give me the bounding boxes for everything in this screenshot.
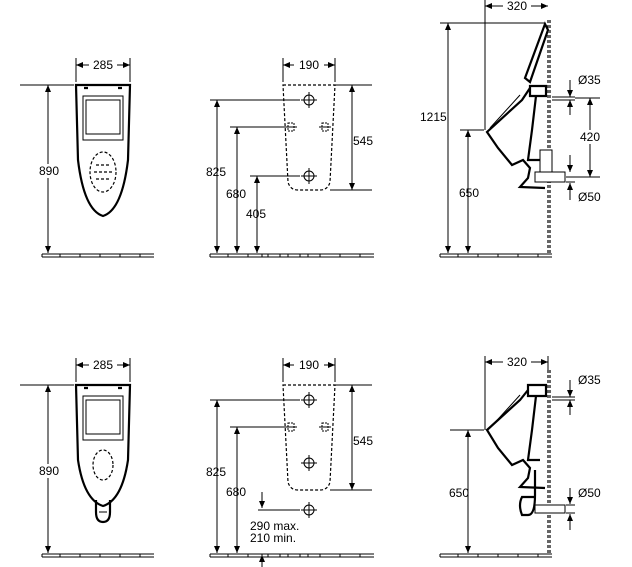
plate-height-label: 545	[353, 134, 373, 148]
top-side-view: 320 1215 650 Ø35 420 Ø50	[420, 0, 604, 258]
inlet-height-label: 825	[206, 165, 226, 179]
urinal-body	[74, 83, 132, 218]
depth-label: 320	[507, 0, 527, 13]
bottom-front-view: 285 890	[20, 358, 155, 558]
outlet-min-label: 210 min.	[250, 531, 296, 545]
inlet-diameter-label: Ø35	[578, 73, 601, 87]
bottom-wall-plate-view: 190 825 680 290 max. 210 min. 545	[206, 358, 375, 567]
rim-height-label: 650	[449, 486, 469, 500]
inlet-height-label: 825	[206, 465, 226, 479]
outlet-height-label: 405	[246, 207, 266, 221]
inlet-diameter-label: Ø35	[578, 373, 601, 387]
total-height-label: 1215	[420, 110, 447, 124]
outlet-diameter-label: Ø50	[578, 486, 601, 500]
urinal-profile	[485, 87, 546, 190]
front-height-label: 890	[39, 164, 59, 178]
top-front-view: 285 890	[20, 58, 155, 258]
front-width-label: 285	[93, 58, 113, 72]
fixing-height-label: 680	[226, 187, 246, 201]
plate-width-label: 190	[299, 358, 319, 372]
rim-height-label: 650	[459, 186, 479, 200]
outlet-max-label: 290 max.	[250, 519, 299, 533]
front-width-label: 285	[93, 358, 113, 372]
drain-grid	[89, 151, 117, 193]
bottom-side-view: 320 650 Ø35 Ø50	[439, 355, 601, 558]
plate-height-label: 545	[353, 434, 373, 448]
plate-width-label: 190	[299, 58, 319, 72]
mounting-plate-outline	[282, 84, 336, 191]
inlet-outlet-distance-label: 420	[580, 130, 600, 144]
fixing-height-label: 680	[226, 485, 246, 499]
outlet-diameter-label: Ø50	[578, 190, 601, 204]
front-height-label: 890	[39, 464, 59, 478]
siphon	[518, 470, 537, 517]
depth-label: 320	[507, 355, 527, 369]
siphon	[94, 500, 112, 524]
top-wall-plate-view: 190 825 680 405 545	[206, 58, 375, 258]
